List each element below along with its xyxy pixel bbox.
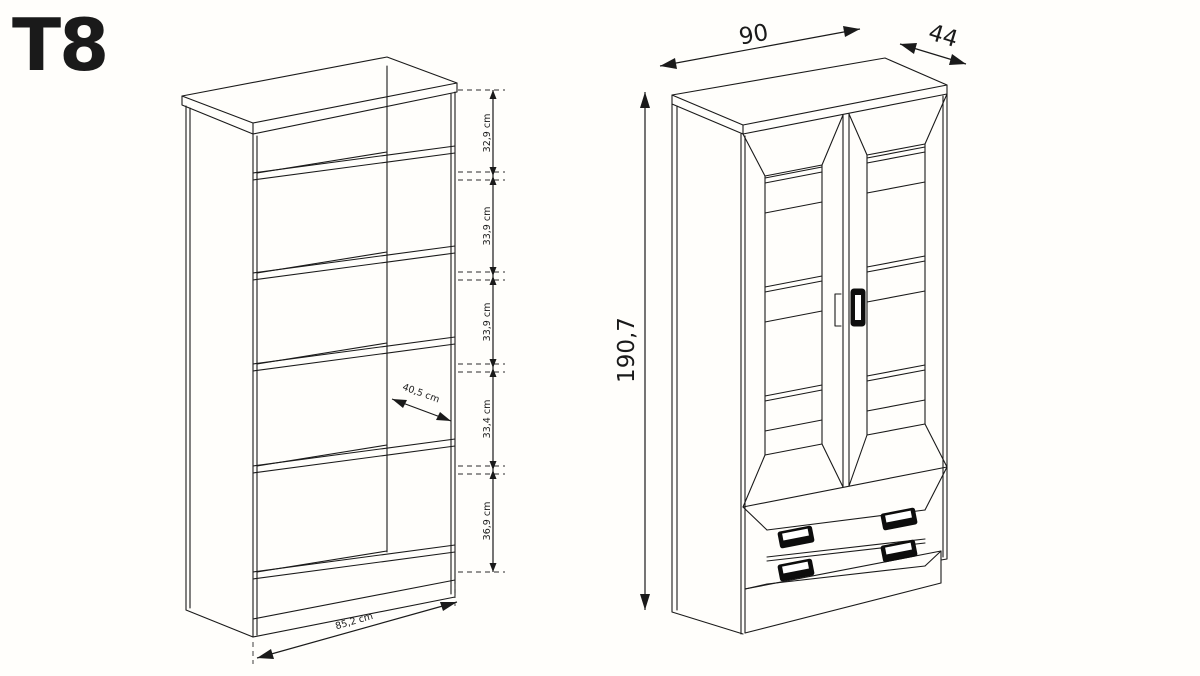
right-door-handle xyxy=(850,288,866,327)
cabinet-front-view: 90 44 190,7 xyxy=(614,20,967,635)
dim-label-section-4: 33,4 cm xyxy=(482,400,493,439)
bookcase-top-panel xyxy=(181,56,458,135)
bookcase-height-dimension-chain: 32,9 cm 33,9 cm 33,9 cm 33,4 cm 36,9 cm xyxy=(482,90,497,572)
cabinet-right-door xyxy=(848,93,948,487)
cabinet-depth-dimension: 44 xyxy=(899,20,967,65)
cabinet-top-panel xyxy=(671,57,948,135)
bookcase-depth-dimension: 40,5 cm xyxy=(391,382,452,422)
cabinet-carcass xyxy=(671,93,948,635)
drawer-1-left-handle xyxy=(777,525,815,549)
dim-label-bottom-width: 85,2 cm xyxy=(334,611,374,632)
page-title: T8 xyxy=(12,3,107,87)
dim-label-section-2: 33,9 cm xyxy=(482,207,493,246)
cabinet-drawers xyxy=(742,466,948,590)
cabinet-left-door xyxy=(742,114,844,508)
dim-label-inner-depth: 40,5 cm xyxy=(401,382,441,406)
cabinet-height-dimension: 190,7 xyxy=(614,92,650,610)
left-door-handle xyxy=(834,293,842,327)
dim-label-depth: 44 xyxy=(925,20,961,53)
dim-label-section-5: 36,9 cm xyxy=(482,502,493,541)
drawer-1-right-handle xyxy=(880,507,918,531)
bookcase-open-view: 32,9 cm 33,9 cm 33,9 cm 33,4 cm 36,9 cm … xyxy=(181,56,505,664)
cabinet-width-dimension: 90 xyxy=(659,20,861,69)
drawer-2-right-handle xyxy=(880,539,918,563)
dim-label-section-3: 33,9 cm xyxy=(482,303,493,342)
drawer-2-left-handle xyxy=(777,558,815,582)
dim-label-height: 190,7 xyxy=(614,317,640,383)
dim-label-width: 90 xyxy=(737,20,771,51)
bookcase-extension-lines xyxy=(252,89,505,664)
dim-label-section-1: 32,9 cm xyxy=(482,114,493,153)
bookcase-shelves xyxy=(252,145,456,580)
